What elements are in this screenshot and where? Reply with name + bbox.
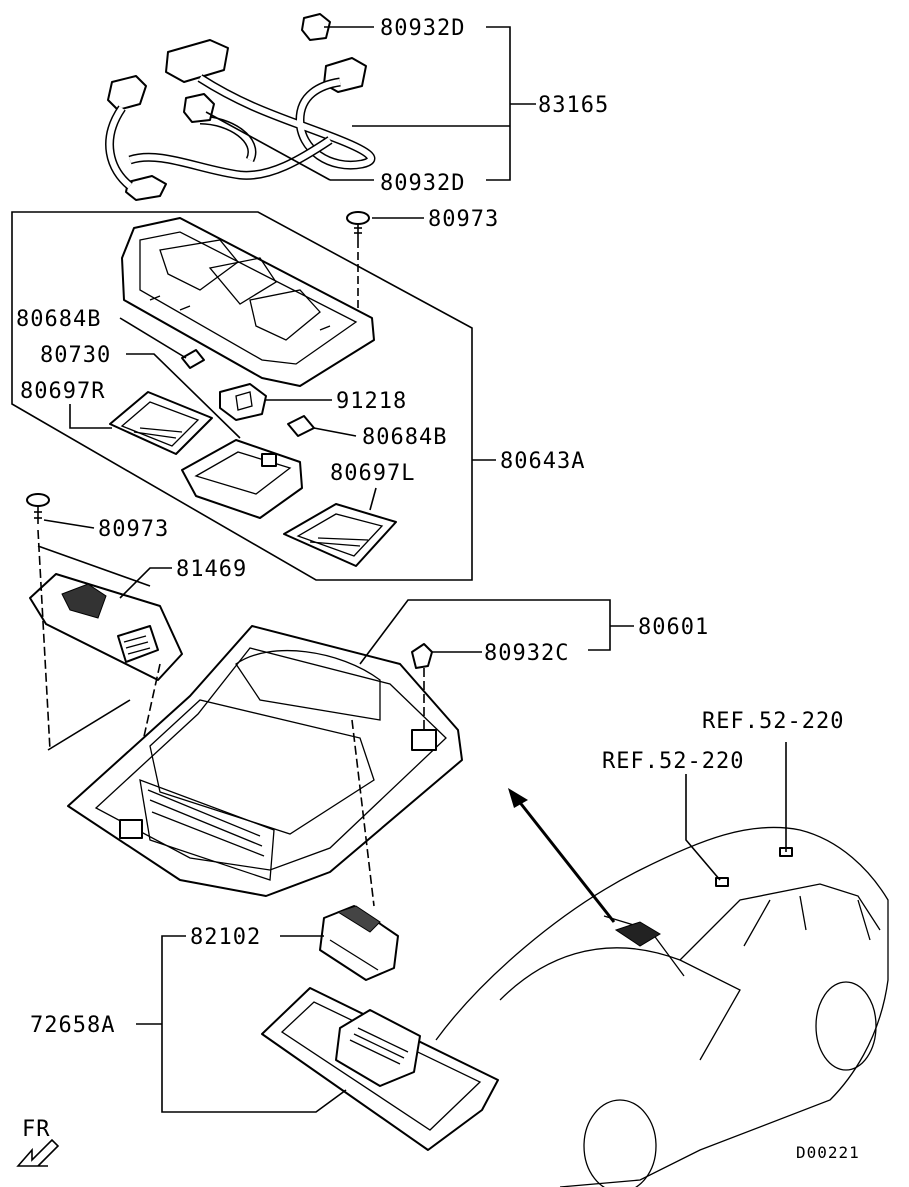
label-80643a: 80643A <box>500 449 585 474</box>
label-80932d-bottom: 80932D <box>380 171 465 196</box>
label-diagram-code: D00221 <box>796 1143 860 1162</box>
label-ref-left: REF.52-220 <box>602 749 744 774</box>
screw-80973-left <box>26 493 50 524</box>
lens-80697r <box>109 391 213 455</box>
label-80730: 80730 <box>40 343 111 368</box>
lamp-housing <box>121 217 375 387</box>
bulb-80684b-left <box>181 349 205 369</box>
label-fr: FR <box>22 1117 51 1142</box>
vehicle-outline <box>435 826 889 1187</box>
label-80684b-right: 80684B <box>362 425 447 450</box>
switch-82102 <box>319 905 399 981</box>
label-80973-left: 80973 <box>98 517 169 542</box>
label-80684b-left: 80684B <box>16 307 101 332</box>
clip-80932c <box>411 643 433 669</box>
label-80697l: 80697L <box>330 461 415 486</box>
bracket-80730 <box>181 439 303 519</box>
label-81469: 81469 <box>176 557 247 582</box>
label-80932c: 80932C <box>484 641 569 666</box>
screw-80973-top <box>346 211 370 310</box>
front-direction-arrow <box>16 1138 60 1167</box>
label-ref-right: REF.52-220 <box>702 709 844 734</box>
assembly-box-80643a <box>11 211 473 581</box>
label-83165: 83165 <box>538 93 609 118</box>
label-91218: 91218 <box>336 389 407 414</box>
leader-80932d-bottom-a <box>205 111 331 181</box>
label-80697r: 80697R <box>20 379 105 404</box>
label-80932d-top: 80932D <box>380 16 465 41</box>
pointer-arrow-shaft <box>516 799 616 923</box>
label-80601: 80601 <box>638 615 709 640</box>
bracket-83165 <box>486 26 511 181</box>
wire-harness-83165 <box>105 13 376 201</box>
label-72658a: 72658A <box>30 1013 115 1038</box>
bezel-72658a <box>261 987 499 1151</box>
lens-80697l <box>283 503 397 567</box>
pointer-arrow-head <box>508 788 528 808</box>
label-80973-top: 80973 <box>428 207 499 232</box>
overhead-console-80601 <box>67 625 463 897</box>
bulb-80684b-right <box>287 415 315 437</box>
switch-panel-81469 <box>29 573 183 681</box>
socket-91218 <box>219 383 267 421</box>
label-82102: 82102 <box>190 925 261 950</box>
